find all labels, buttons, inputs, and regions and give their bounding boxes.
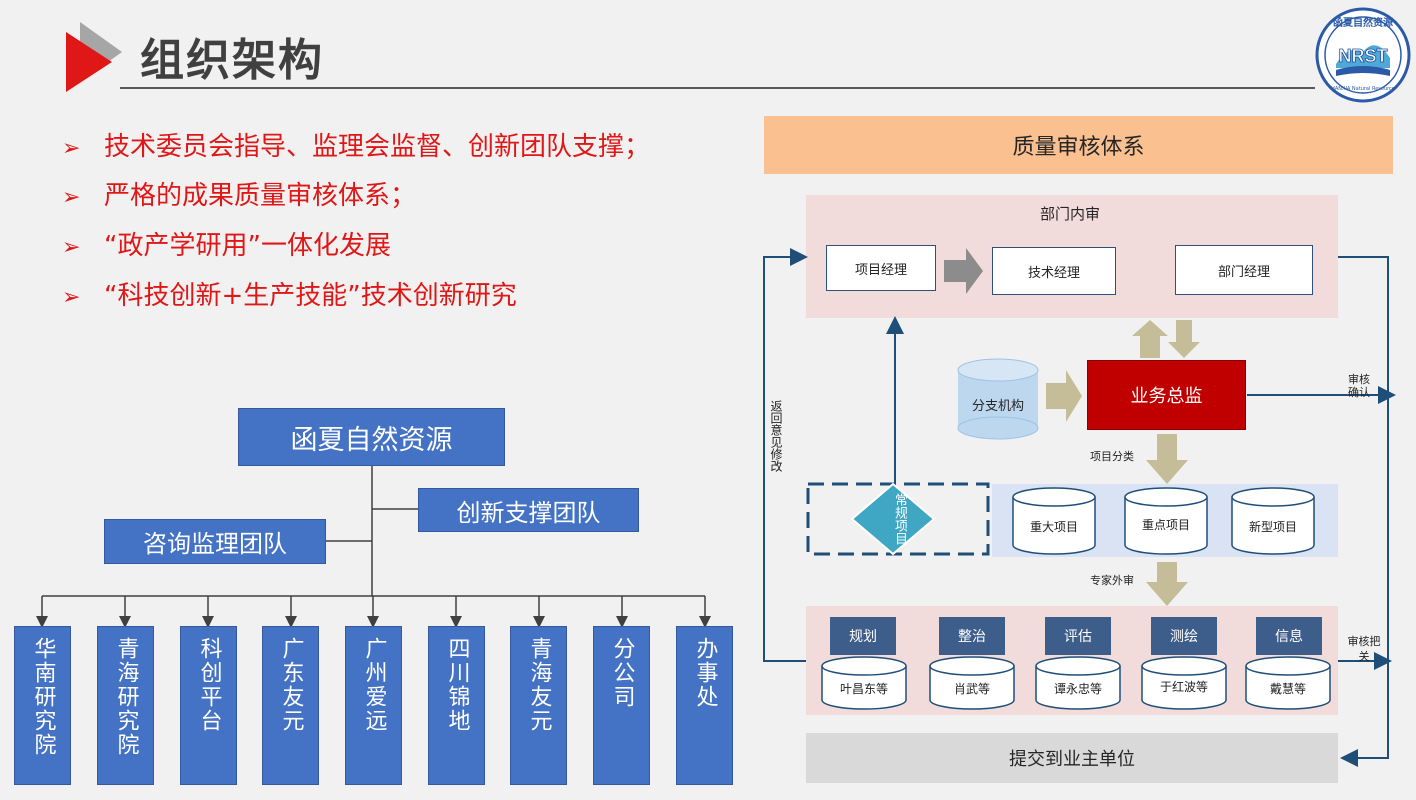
branch-box: 四川锦地 (428, 626, 485, 785)
bullet-arrow-icon: ➢ (62, 136, 81, 161)
title-play-icon (66, 22, 122, 92)
bullet-text: “政产学研用”一体化发展 (104, 231, 391, 261)
bullet-text: “科技创新+生产技能”技术创新研究 (104, 281, 517, 311)
project-cylinder-label: 新型项目 (1248, 519, 1297, 534)
project-cylinder-label: 重大项目 (1029, 519, 1078, 534)
bullet-item: ➢ 严格的成果质量审核体系； (62, 175, 416, 212)
category-tag: 测绘 (1151, 617, 1217, 655)
expert-cylinder-label: 肖武等 (953, 681, 990, 696)
expert-cylinder-label: 叶昌东等 (839, 681, 888, 696)
category-tag: 评估 (1045, 617, 1111, 655)
branch-box: 广东友元 (262, 626, 319, 785)
logo-bottom-text: HANXIA Natural Resource (1331, 86, 1395, 92)
expert-cylinder-label: 于红波等 (1159, 679, 1208, 694)
page-title: 组织架构 (140, 35, 324, 86)
regular-project-diamond: 常规项目 (892, 493, 907, 545)
org-root-box: 函夏自然资源 (238, 408, 505, 466)
bullet-item: ➢ 技术委员会指导、监理会监督、创新团队支撑； (62, 126, 650, 163)
bullet-arrow-icon: ➢ (62, 285, 81, 310)
project-cylinder-label: 重点项目 (1141, 517, 1190, 532)
business-director-box: 业务总监 (1087, 360, 1246, 430)
bullet-arrow-icon: ➢ (62, 185, 81, 210)
branch-box: 科创平台 (180, 626, 237, 785)
nrst-logo: NRST 函夏自然资源 HANXIA Natural Resource (1315, 7, 1411, 103)
innovation-team-box: 创新支撑团队 (418, 488, 639, 532)
audit-gate-label: 审核把关 (1347, 635, 1381, 663)
bullet-arrow-icon: ➢ (62, 235, 81, 260)
branch-box: 广州爱远 (345, 626, 402, 785)
expert-cylinder-label: 谭永忠等 (1053, 681, 1102, 696)
dept-manager-box: 部门经理 (1175, 245, 1313, 295)
bullet-item: ➢ “政产学研用”一体化发展 (62, 225, 391, 262)
logo-main-text: NRST (1339, 46, 1388, 66)
bullet-text: 严格的成果质量审核体系； (104, 181, 417, 211)
project-manager-box: 项目经理 (826, 245, 936, 291)
classify-label: 项目分类 (1090, 450, 1134, 463)
branch-box: 分公司 (593, 626, 650, 785)
branch-box: 办事处 (676, 626, 733, 785)
expert-cylinder-label: 戴慧等 (1269, 681, 1306, 696)
return-note-label: 返回意见修改 (769, 400, 783, 472)
tech-manager-box: 技术经理 (992, 247, 1116, 295)
bullet-text: 技术委员会指导、监理会监督、创新团队支撑； (104, 132, 651, 162)
category-tag: 规划 (830, 617, 896, 655)
quality-header: 质量审核体系 (764, 116, 1393, 174)
branch-org-label: 分支机构 (972, 398, 1025, 414)
branch-box: 华南研究院 (14, 626, 71, 785)
dept-review-title: 部门内审 (1039, 204, 1100, 223)
branch-box: 青海友元 (510, 626, 567, 785)
audit-confirm-label: 审核确认 (1348, 373, 1370, 399)
bullet-item: ➢ “科技创新+生产技能”技术创新研究 (62, 275, 517, 312)
logo-top-text: 函夏自然资源 (1333, 16, 1393, 29)
branch-box: 青海研究院 (97, 626, 154, 785)
expert-review-label: 专家外审 (1090, 574, 1134, 587)
title-divider (120, 87, 1315, 89)
category-tag: 整治 (939, 617, 1005, 655)
category-tag: 信息 (1256, 617, 1322, 655)
consulting-team-box: 咨询监理团队 (104, 519, 326, 564)
submit-box: 提交到业主单位 (806, 733, 1338, 783)
